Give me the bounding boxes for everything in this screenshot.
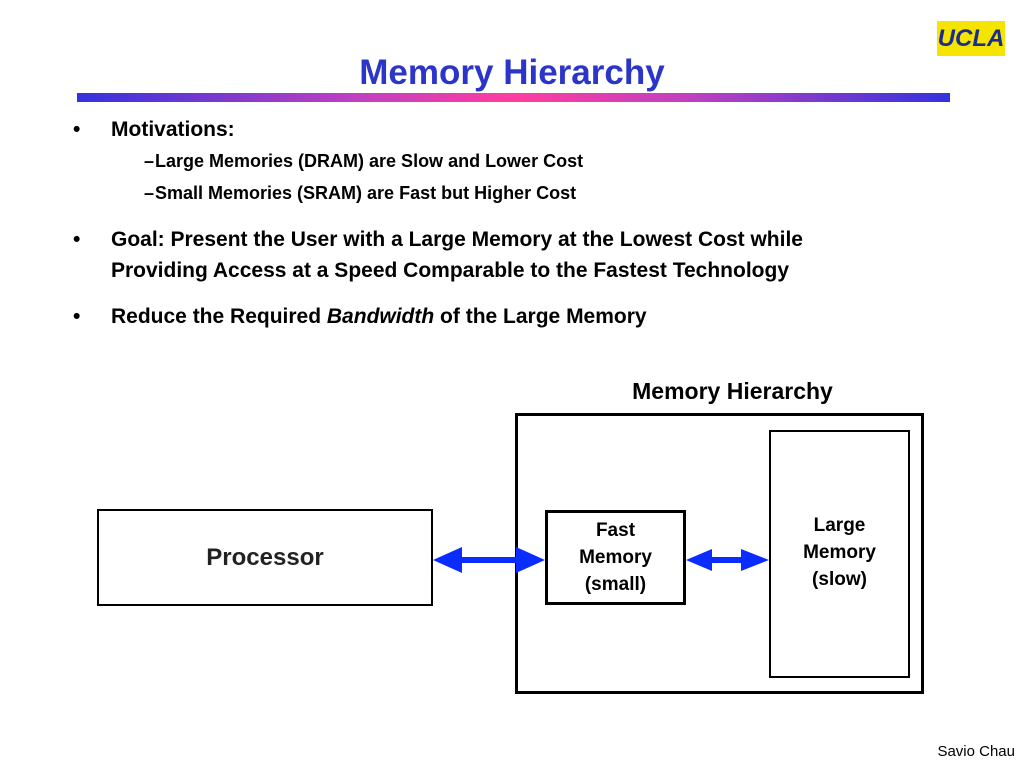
bullet-goal-line2: Providing Access at a Speed Comparable t…: [111, 259, 789, 282]
slide-title: Memory Hierarchy: [359, 53, 665, 92]
bullet-motivations-label: Motivations:: [111, 118, 235, 141]
diagram-title: Memory Hierarchy: [632, 378, 833, 404]
fast-large-memory-arrow: [686, 549, 769, 571]
large-memory-line: Large: [813, 515, 866, 536]
bullet-reduce-before: Reduce the Required: [111, 305, 327, 328]
bullet-reduce: • Reduce the Required Bandwidth of the L…: [73, 301, 973, 332]
processor-box: Processor: [97, 509, 433, 606]
sub-bullet-dram-text: Large Memories (DRAM) are Slow and Lower…: [155, 151, 584, 171]
large-memory-line: Memory: [803, 542, 876, 563]
bullet-goal-line1: Goal: Present the User with a Large Memo…: [111, 228, 803, 251]
bullet-dot: •: [73, 228, 81, 251]
processor-label: Processor: [206, 543, 324, 571]
sub-bullet-sram-text: Small Memories (SRAM) are Fast but Highe…: [155, 183, 577, 203]
dash-marker: –: [144, 183, 155, 203]
large-memory-box: Large Memory (slow): [769, 430, 910, 678]
ucla-logo: UCLA: [937, 21, 1005, 56]
bullet-reduce-after: of the Large Memory: [434, 305, 647, 328]
sub-bullet-dram: – Large Memories (DRAM) are Slow and Low…: [73, 145, 973, 177]
author-footer: Savio Chau: [937, 743, 1015, 760]
fast-memory-line: (small): [584, 574, 647, 595]
fast-memory-label: Fast Memory (small): [579, 517, 652, 598]
bullet-dot: •: [73, 305, 81, 328]
bullet-motivations: • Motivations:: [73, 114, 973, 145]
fast-memory-line: Memory: [579, 547, 652, 568]
fast-memory-line: Fast: [595, 520, 636, 541]
processor-fast-memory-arrow: [433, 547, 545, 573]
bullet-dot: •: [73, 118, 81, 141]
large-memory-label: Large Memory (slow): [771, 512, 908, 593]
bullet-reduce-emphasis: Bandwidth: [326, 305, 435, 328]
bullet-goal: • Goal: Present the User with a Large Me…: [73, 224, 973, 286]
title-underline: [77, 93, 950, 102]
large-memory-line: (slow): [812, 569, 867, 590]
dash-marker: –: [144, 151, 155, 171]
bullet-list: • Motivations: – Large Memories (DRAM) a…: [73, 114, 973, 332]
sub-bullet-sram: – Small Memories (SRAM) are Fast but Hig…: [73, 177, 973, 209]
fast-memory-box: Fast Memory (small): [545, 510, 686, 605]
